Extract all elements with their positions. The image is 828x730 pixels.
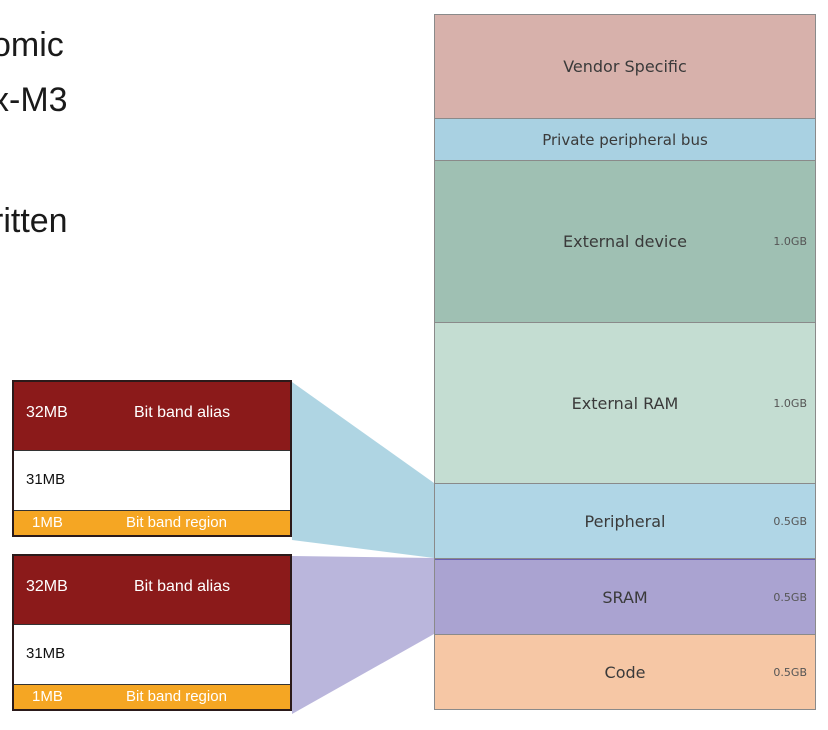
slide-text-line-4: ritten — [0, 202, 68, 240]
region-size: 1MB — [32, 514, 63, 531]
region-size: 0.5GB — [773, 665, 807, 679]
region-external-ram: External RAM 1.0GB — [435, 323, 815, 484]
region-sram: SRAM 0.5GB — [435, 559, 815, 635]
connector-sram — [292, 556, 434, 714]
region-external-device: External device 1.0GB — [435, 161, 815, 323]
alias-label: Bit band alias — [134, 578, 231, 595]
connector-peripheral — [292, 382, 434, 558]
bitband-region-row: 1MB Bit band region — [14, 510, 290, 535]
region-vendor-specific: Vendor Specific — [435, 15, 815, 119]
region-label: External device — [562, 232, 688, 251]
region-label: Bit band region — [126, 514, 227, 531]
bitband-region-row: 1MB Bit band region — [14, 684, 290, 709]
mid-size: 31MB — [26, 645, 66, 662]
bitband-box-peripheral: 32MB Bit band alias 31MB 1MB Bit band re… — [12, 380, 292, 537]
region-peripheral: Peripheral 0.5GB — [435, 484, 815, 559]
region-size: 0.5GB — [773, 590, 807, 604]
bitband-mid-row: 31MB — [14, 450, 290, 510]
alias-size: 32MB — [26, 404, 68, 421]
mid-size: 31MB — [26, 471, 66, 488]
alias-label: Bit band alias — [134, 404, 231, 421]
bitband-alias-row: 32MB Bit band alias — [14, 382, 290, 450]
bitband-mid-row: 31MB — [14, 624, 290, 684]
region-label: Bit band region — [126, 688, 227, 705]
alias-size: 32MB — [26, 578, 68, 595]
region-label: Vendor Specific — [563, 57, 687, 76]
region-label: Code — [604, 662, 646, 682]
bitband-alias-row: 32MB Bit band alias — [14, 556, 290, 624]
region-label: External RAM — [571, 393, 679, 413]
region-size: 1MB — [32, 688, 63, 705]
region-code: Code 0.5GB — [435, 635, 815, 709]
slide-text-line-2: x-M3 — [0, 81, 68, 119]
region-size: 0.5GB — [773, 514, 807, 528]
region-size: 1.0GB — [773, 396, 807, 410]
slide-text-line-1: omic — [0, 26, 64, 64]
region-label: SRAM — [602, 587, 648, 607]
region-label: Peripheral — [584, 511, 666, 531]
region-label: Private peripheral bus — [542, 130, 708, 149]
region-size: 1.0GB — [773, 235, 807, 248]
bitband-box-sram: 32MB Bit band alias 31MB 1MB Bit band re… — [12, 554, 292, 711]
region-private-peripheral-bus: Private peripheral bus — [435, 119, 815, 161]
memory-map: Vendor Specific Private peripheral bus E… — [434, 14, 816, 710]
